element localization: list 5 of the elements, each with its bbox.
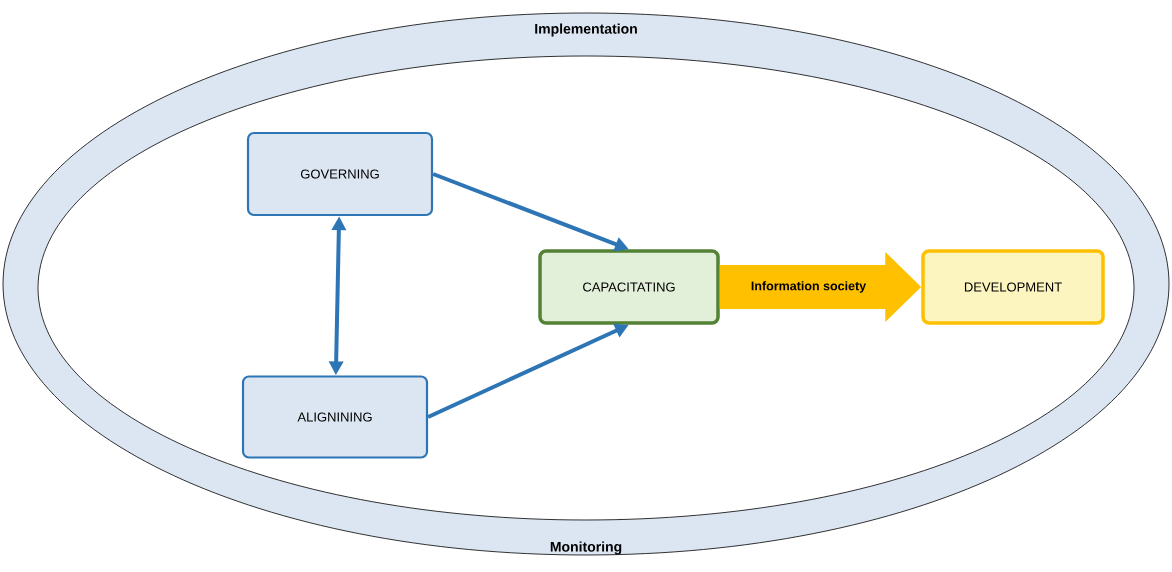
process-box: ALIGNINING <box>241 375 429 459</box>
edge-label: Information society <box>751 281 867 293</box>
process-box: GOVERNING <box>246 131 434 217</box>
process-box: DEVELOPMENT <box>921 249 1105 325</box>
process-box: CAPACITATING <box>538 249 720 325</box>
